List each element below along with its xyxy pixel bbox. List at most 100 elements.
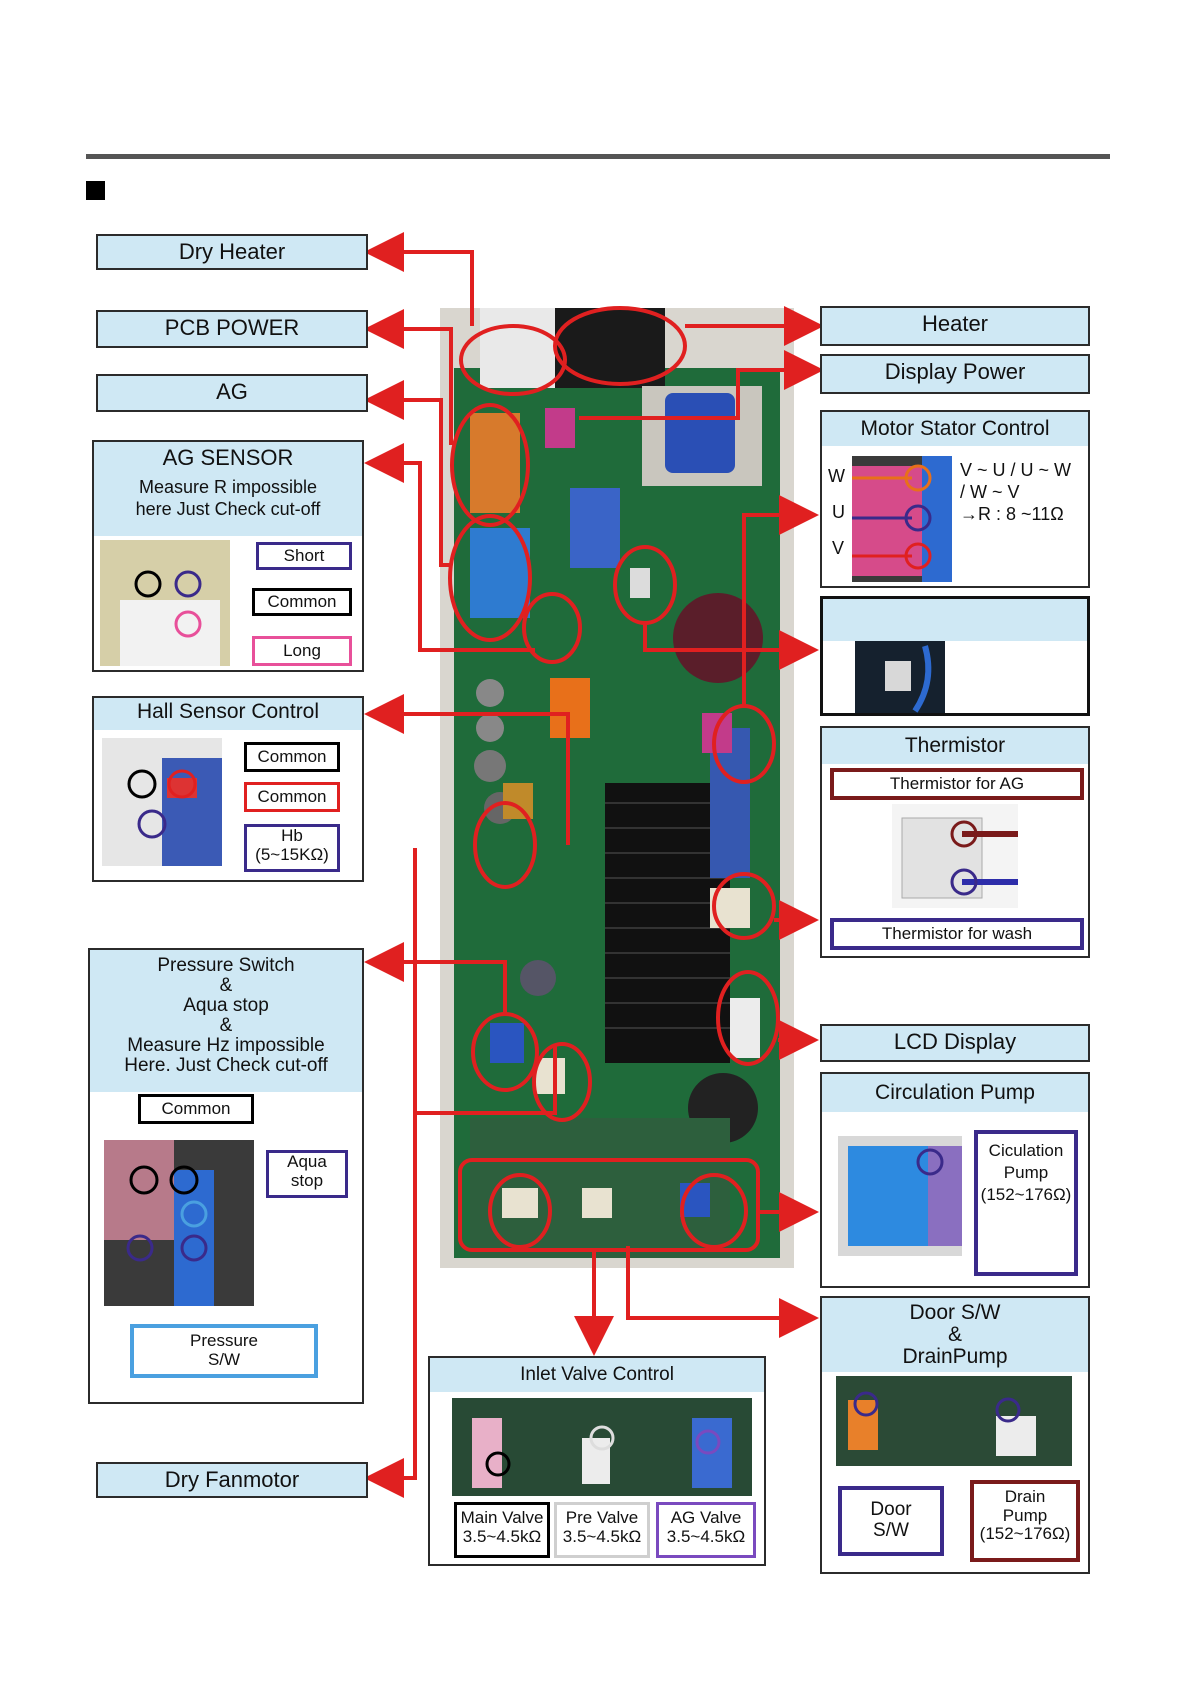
hall-sensor-title: Hall Sensor Control: [94, 698, 362, 730]
ag-sensor-circle: [522, 592, 582, 664]
pre-valve-tag: Pre Valve 3.5~4.5kΩ: [554, 1502, 650, 1558]
pressure-title-3: Aqua stop: [183, 995, 269, 1016]
thermistor-photo: [892, 804, 1018, 908]
arrow-dry-fan: [364, 848, 557, 1498]
header-rule: [86, 154, 1110, 159]
ag-thermistor-header: [823, 599, 1087, 641]
ag-sensor-common-tag: Common: [252, 588, 352, 616]
hall-sensor-panel: Hall Sensor Control Common Common Hb (5~…: [92, 696, 364, 882]
circulation-tag-line2: Pump: [1003, 1163, 1049, 1182]
hall-sensor-photo: [102, 738, 222, 866]
circulation-tag-line1: Ciculation: [988, 1141, 1064, 1160]
motor-formula-1: V ~ U / U ~ W: [960, 460, 1072, 480]
heater-circle: [553, 306, 687, 386]
pressure-header: Pressure Switch & Aqua stop & Measure Hz…: [90, 950, 362, 1092]
drain-line2: Pump: [1002, 1505, 1048, 1525]
pressure-aqua-line1: Aqua: [287, 1152, 327, 1171]
motor-u-label: U: [832, 502, 845, 522]
main-valve-line2: 3.5~4.5kΩ: [462, 1526, 542, 1546]
ag-sensor-short-tag: Short: [256, 542, 352, 570]
main-valve-tag: Main Valve 3.5~4.5kΩ: [454, 1502, 550, 1558]
pcb-power-label: PCB POWER: [96, 310, 368, 348]
arrow-hall: [364, 694, 570, 845]
motor-formula-3: →R : 8 ~11Ω: [960, 504, 1064, 524]
ag-sensor-photo: [100, 540, 230, 666]
heater-label: Heater: [820, 306, 1090, 346]
pcb-power-circle: [450, 403, 530, 527]
dry-heater-circle: [459, 324, 567, 396]
door-sw-line1: Door: [870, 1499, 912, 1520]
motor-stator-panel: Motor Stator Control W U V V ~ U / U ~ W…: [820, 410, 1090, 588]
arrow-ag: [364, 380, 451, 567]
ag-valve-line2: 3.5~4.5kΩ: [666, 1526, 746, 1546]
thermistor-panel: Thermistor Thermistor for AG Thermistor …: [820, 726, 1090, 958]
door-sw-line2: S/W: [873, 1519, 909, 1541]
thermistor-wash-tag: Thermistor for wash: [830, 918, 1084, 950]
circulation-photo: [838, 1136, 962, 1256]
inlet-photo: [452, 1398, 752, 1496]
motor-stator-title: Motor Stator Control: [822, 412, 1088, 446]
door-title-1: Door S/W: [909, 1301, 1001, 1324]
ag-sensor-header: AG SENSOR Measure R impossible here Just…: [94, 442, 362, 536]
ag-thermistor-photo: [855, 641, 945, 713]
ag-sensor-long-tag: Long: [252, 636, 352, 666]
circulation-panel: Circulation Pump Ciculation Pump (152~17…: [820, 1072, 1090, 1288]
motor-v-label: V: [832, 538, 845, 558]
pressure-circle: [471, 1012, 539, 1092]
ag-sensor-note-2: here Just Check cut-off: [135, 499, 321, 519]
ag-valve-line1: AG Valve: [670, 1508, 742, 1527]
pressure-aqua-line2: stop: [290, 1170, 324, 1190]
door-sw-tag: Door S/W: [838, 1486, 944, 1556]
arrow-pressure: [364, 942, 507, 1013]
arrow-dry-heater: [364, 232, 474, 326]
pressure-aqua-tag: Aqua stop: [266, 1150, 348, 1198]
ag-sensor-title: AG SENSOR: [162, 445, 294, 470]
lcd-display-label: LCD Display: [820, 1024, 1090, 1062]
motor-w-label: W: [828, 466, 845, 486]
circulation-title: Circulation Pump: [822, 1074, 1088, 1112]
hall-hb-tag: Hb (5~15KΩ): [244, 824, 340, 872]
main-valve-line1: Main Valve: [460, 1508, 544, 1527]
motor-stator-circle: [712, 704, 776, 784]
arrow-ag-sensor: [364, 443, 535, 652]
thermistor-ag-tag: Thermistor for AG: [830, 768, 1084, 800]
inlet-valve-panel: Inlet Valve Control Main Valve 3.5~4.5kΩ…: [428, 1356, 766, 1566]
pressure-title-2: &: [219, 975, 233, 996]
pressure-title-1: Pressure Switch: [157, 955, 295, 976]
pressure-title-5: Measure Hz impossible: [127, 1035, 325, 1056]
door-title-2: &: [947, 1323, 962, 1346]
arrow-thermistor-ag: [643, 622, 819, 670]
pre-valve-line2: 3.5~4.5kΩ: [562, 1526, 642, 1546]
arrow-door: [626, 1246, 819, 1338]
dry-fanmotor-label: Dry Fanmotor: [96, 1462, 368, 1498]
hall-common-tag-2: Common: [244, 782, 340, 812]
circulation-tag-line3: (152~176Ω): [980, 1185, 1072, 1204]
drain-line1: Drain: [1004, 1487, 1046, 1506]
hall-common-tag-1: Common: [244, 742, 340, 772]
lcd-circle: [716, 970, 780, 1066]
thermistor-wash-circle: [712, 872, 776, 940]
motor-stator-photo: [852, 456, 952, 582]
drain-line3: (152~176Ω): [979, 1524, 1071, 1544]
door-title-3: DrainPump: [902, 1345, 1008, 1368]
thermistor-title: Thermistor: [822, 728, 1088, 764]
motor-formula-2: / W ~ V: [960, 482, 1020, 502]
ag-sensor-panel: AG SENSOR Measure R impossible here Just…: [92, 440, 364, 672]
valve-group-box: [458, 1158, 760, 1252]
inlet-title: Inlet Valve Control: [430, 1358, 764, 1392]
door-drain-panel: Door S/W & DrainPump Door S/W Drain Pump…: [820, 1296, 1090, 1574]
pressure-panel: Pressure Switch & Aqua stop & Measure Hz…: [88, 948, 364, 1404]
pressure-photo: [104, 1140, 254, 1306]
ag-label: AG: [96, 374, 368, 412]
door-drain-header: Door S/W & DrainPump: [822, 1298, 1088, 1372]
hall-sensor-circle: [473, 801, 537, 889]
pressure-switch-tag: Pressure S/W: [130, 1324, 318, 1378]
pressure-common-tag: Common: [138, 1094, 254, 1124]
arrow-display-power: [579, 350, 824, 420]
hall-hb-line1: Hb: [281, 826, 303, 845]
drain-pump-tag: Drain Pump (152~176Ω): [970, 1480, 1080, 1562]
pressure-title-6: Here. Just Check cut-off: [124, 1055, 328, 1076]
hall-hb-line2: (5~15KΩ): [255, 844, 329, 864]
ag-thermistor-photo-panel: [820, 596, 1090, 716]
